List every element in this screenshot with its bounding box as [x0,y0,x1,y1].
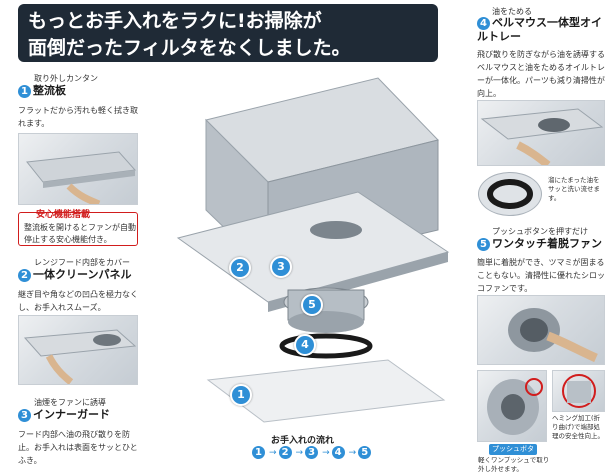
feature-1-photo [18,133,138,205]
oil-tray-caption: 溜にたまった油をサッと洗い流せます。 [548,176,600,202]
feature-4-title-text: ベルマウス一体型オイルトレー [477,16,602,43]
headline-line-1: もっとお手入れをラクに!お掃除が [28,10,322,32]
safety-text: 整流板を開けるとファンが自動停止する安心機能付き。 [24,223,136,244]
flow-arrow-icon: → [295,447,304,458]
feature-1-title-text: 整流板 [33,84,66,97]
feature-5-photo [477,295,605,365]
flow-step-1: 1 [252,446,265,459]
feature-3-number-badge: 3 [18,408,31,422]
feature-4-subtitle: 油をためる [492,7,532,16]
safety-badge: 安心機能搭載 [36,210,91,220]
marker-4: 4 [294,334,316,356]
flow-step-2: 2 [278,446,292,459]
feature-3-description: フード内部へ油の飛び散りを防止。お手入れは表面をサッとひとふき。 [18,430,138,465]
push-button-caption: 軽くワンプッシュで取り外し外せます。 [478,456,550,473]
flow-arrow-icon: → [348,447,357,458]
feature-4-number-badge: 4 [477,16,490,30]
headline-banner: もっとお手入れをラクに!お掃除が 面倒だったフィルタをなくしました。 [18,4,438,62]
flow-step-5: 5 [358,446,372,459]
marker-2: 2 [229,257,251,279]
flow-arrow-icon: → [269,447,277,458]
marker-3: 3 [270,256,292,278]
push-button-label: プッシュボタン [489,444,537,464]
feature-2-description: 継ぎ目や角などの凹凸を極力なくし、お手入れスムーズ。 [18,290,138,312]
range-hood-exploded-illustration [148,70,468,430]
feature-2-number-badge: 2 [18,268,31,282]
feature-5-title-text: ワンタッチ着脱ファン [492,237,602,250]
feature-4-photo [477,100,605,166]
feature-2-photo [18,315,138,385]
marker-5: 5 [301,294,323,316]
feature-5-description: 簡単に着脱ができ、ツマミが固まることもない。清掃性に優れたシロッコファンです。 [477,258,605,293]
feature-5-subtitle: プッシュボタンを押すだけ [492,227,588,236]
maintenance-flow-title: お手入れの流れ [271,436,335,446]
feature-2-title-text: 一体クリーンパネル [33,268,132,281]
feature-5-number-badge: 5 [477,237,490,251]
feature-2-subtitle: レンジフード内部をカバー [34,258,130,267]
flow-step-4: 4 [331,446,345,459]
feature-1-description: フラットだから汚れも軽く拭き取れます。 [18,106,138,128]
headline-line-2: 面倒だったフィルタをなくしました。 [28,37,351,59]
oil-tray-photo [478,172,542,216]
flow-arrow-icon: → [322,447,330,458]
feature-4-description: 飛び散りを防ぎながら油を誘導するベルマウスと油をためるオイルトレーが一体化。パー… [477,50,605,98]
marker-1: 1 [230,384,252,406]
feature-1-subtitle: 取り外しカンタン [34,74,98,83]
feature-3-title-text: インナーガード [33,408,110,421]
safety-feature-box [18,212,138,246]
maintenance-flow-steps: 1→ 2→ 3→ 4→ 5 [252,446,373,459]
feature-3-subtitle: 油煙をファンに誘導 [34,398,106,407]
flow-step-3: 3 [305,446,319,459]
fan-push-photo [477,370,547,442]
hemming-caption: ヘミング加工(折り曲げ)で端部処理の安全性向上。 [552,414,604,440]
hemming-detail-photo [552,370,605,412]
feature-1-number-badge: 1 [18,84,31,98]
